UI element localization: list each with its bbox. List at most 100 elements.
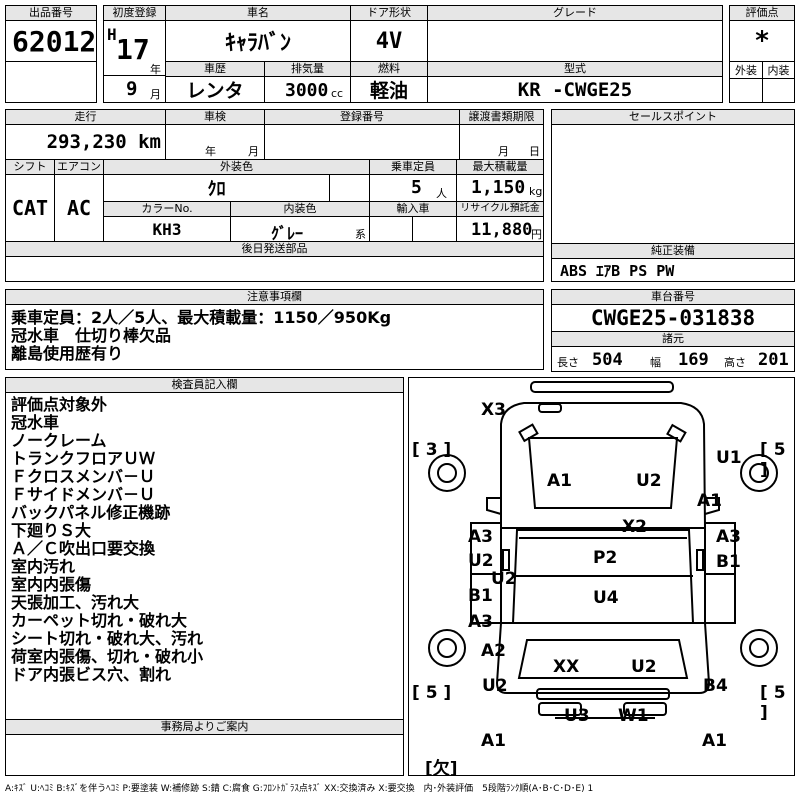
damage-mark: B4 bbox=[703, 676, 728, 696]
tire-tread: [ 3 ] bbox=[412, 440, 452, 460]
notes-line: 乗車定員：2人／5人、最大積載量：1150／950Kg bbox=[11, 308, 392, 327]
office-box bbox=[5, 734, 404, 776]
score-label: 評価点 bbox=[729, 5, 795, 21]
damage-mark: A3 bbox=[468, 527, 493, 547]
notes-line: 冠水車 仕切り棒欠品 bbox=[11, 326, 172, 345]
car-name: ｷｬﾗﾊﾞﾝ bbox=[165, 20, 351, 62]
inspector-line: 下廻りＳ大 bbox=[11, 521, 92, 540]
grade-label: グレード bbox=[427, 5, 723, 21]
damage-mark: A1 bbox=[697, 491, 722, 511]
interior-color-value: ｸﾞﾚｰ bbox=[271, 224, 304, 243]
door-label: ドア形状 bbox=[350, 5, 428, 21]
fuel-value: 軽油 bbox=[350, 76, 428, 103]
interior-score-label: 内装 bbox=[762, 61, 795, 79]
width-label: 幅 bbox=[650, 356, 661, 369]
capacity-cell: 5 人 bbox=[369, 174, 457, 202]
length-value: 504 bbox=[592, 350, 623, 370]
legend: A:ｷｽﾞ U:ﾍｺﾐ B:ｷｽﾞを伴うﾍｺﾐ P:要塗装 W:補修跡 S:錆 … bbox=[5, 784, 594, 794]
damage-mark: A1 bbox=[702, 731, 727, 751]
grade-value bbox=[427, 20, 723, 62]
lot-label: 出品番号 bbox=[5, 5, 97, 21]
inspector-line: ドア内張ビス穴、割れ bbox=[11, 665, 172, 684]
max-load-value: 1,150 bbox=[471, 177, 526, 198]
damage-mark: U2 bbox=[636, 471, 662, 491]
capacity-value: 5 bbox=[411, 177, 422, 198]
width-value: 169 bbox=[678, 350, 709, 370]
import-value-a bbox=[369, 216, 413, 242]
damage-mark: B1 bbox=[716, 552, 741, 572]
interior-color-cell: ｸﾞﾚｰ 系 bbox=[230, 216, 370, 243]
inspector-line: 天張加工、汚れ大 bbox=[11, 593, 140, 612]
transfer-day-unit: 日 bbox=[529, 145, 540, 158]
notes-box: 乗車定員：2人／5人、最大積載量：1150／950Kg 冠水車 仕切り棒欠品 離… bbox=[5, 304, 544, 370]
first-reg-era: H bbox=[107, 25, 117, 44]
import-label: 輸入車 bbox=[369, 201, 457, 217]
notes-line: 離島使用歴有り bbox=[11, 344, 124, 363]
interior-color-unit: 系 bbox=[355, 228, 366, 241]
transfer-label: 譲渡書類期限 bbox=[459, 109, 544, 125]
reg-no-label: 登録番号 bbox=[264, 109, 460, 125]
inspector-line: Ｆクロスメンバ－Ｕ bbox=[11, 467, 156, 486]
first-reg-label: 初度登録 bbox=[103, 5, 166, 21]
car-outline-diagram bbox=[428, 381, 778, 719]
lot-blank bbox=[5, 61, 97, 103]
damage-mark: XX bbox=[553, 657, 580, 677]
damage-diagram: X3 A1 U2 U1 A1 X2 A3 U2 U2 P2 A3 B1 B1 A… bbox=[408, 377, 795, 779]
interior-score-value bbox=[762, 78, 795, 103]
damage-mark: U2 bbox=[491, 569, 517, 589]
inspector-line: 荷室内張傷、切れ・破れ小 bbox=[11, 647, 204, 666]
shift-label: シフト bbox=[5, 159, 55, 175]
score-value: * bbox=[729, 20, 795, 62]
first-reg-year: 17 bbox=[116, 33, 150, 66]
door-type: 4V bbox=[350, 20, 428, 62]
tire-tread: [ 5 ] bbox=[760, 440, 786, 480]
damage-mark: U4 bbox=[593, 588, 619, 608]
displacement-value: 3000 bbox=[285, 80, 329, 101]
model-label: 型式 bbox=[427, 61, 723, 77]
color-no-label: カラーNo. bbox=[103, 201, 231, 217]
recycle-cell: 11,880 円 bbox=[456, 216, 544, 242]
dims-row: 長さ 504 幅 169 高さ 201 bbox=[551, 346, 795, 372]
sales-point-box bbox=[551, 124, 795, 244]
equipment-value: ABS ｴｱB PS PW bbox=[551, 258, 795, 282]
exterior-score-label: 外装 bbox=[729, 61, 763, 79]
max-load-cell: 1,150 kg bbox=[456, 174, 544, 202]
damage-mark: B1 bbox=[468, 586, 493, 606]
import-value-b bbox=[412, 216, 457, 242]
length-label: 長さ bbox=[557, 356, 579, 369]
recycle-value: 11,880 bbox=[471, 220, 533, 240]
model-code: KR -CWGE25 bbox=[427, 76, 723, 103]
equipment-label: 純正装備 bbox=[551, 243, 795, 259]
history-value: レンタ bbox=[165, 76, 265, 103]
shift-value: CAT bbox=[5, 174, 55, 242]
first-reg-month-cell: 9 月 bbox=[103, 75, 166, 103]
first-reg-year-unit: 年 bbox=[150, 63, 161, 76]
recycle-label: リサイクル預託金 bbox=[456, 201, 544, 217]
damage-mark: U1 bbox=[716, 448, 742, 468]
inspector-line: シート切れ・破れ大、汚れ bbox=[11, 629, 204, 648]
interior-color-label: 内装色 bbox=[230, 201, 370, 217]
first-reg-month: 9 bbox=[126, 78, 138, 100]
transfer-cell: 月 日 bbox=[459, 124, 544, 160]
damage-mark: A1 bbox=[481, 731, 506, 751]
max-load-label: 最大積載量 bbox=[456, 159, 544, 175]
inspector-line: 冠水車 bbox=[11, 413, 60, 432]
exterior-color-extra bbox=[329, 174, 370, 202]
inspector-line: 室内内張傷 bbox=[11, 575, 92, 594]
damage-mark: P2 bbox=[593, 548, 618, 568]
tire-tread: [ 5 ] bbox=[412, 683, 452, 703]
exterior-color-label: 外装色 bbox=[103, 159, 370, 175]
damage-mark: U2 bbox=[482, 676, 508, 696]
inspection-month-unit: 月 bbox=[248, 145, 259, 158]
inspector-line: ノークレーム bbox=[11, 431, 107, 450]
mileage-label: 走行 bbox=[5, 109, 166, 125]
inspector-line: 評価点対象外 bbox=[11, 395, 108, 414]
damage-mark: A1 bbox=[547, 471, 572, 491]
height-value: 201 bbox=[758, 350, 789, 370]
inspection-cell: 年 月 bbox=[165, 124, 265, 160]
later-parts-value bbox=[5, 256, 544, 282]
height-label: 高さ bbox=[724, 356, 746, 369]
damage-mark: W1 bbox=[618, 706, 649, 726]
damage-mark: A3 bbox=[468, 612, 493, 632]
inspector-line: Ｆサイドメンバ－Ｕ bbox=[11, 485, 156, 504]
